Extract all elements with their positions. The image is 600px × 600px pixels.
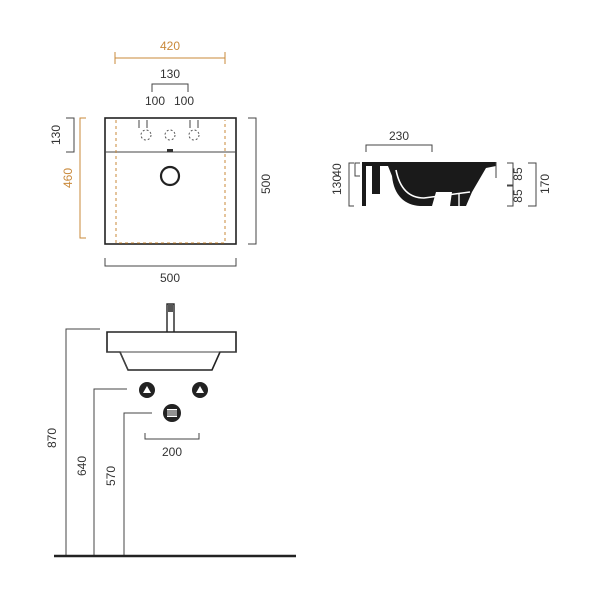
- tap-hole-center: [164, 129, 176, 141]
- basin-section-profile: [362, 162, 496, 206]
- dim-outer-depth: 500: [259, 174, 273, 194]
- dim-height-basin: 870: [45, 428, 59, 448]
- side-view: 230 130 40 85 85 170: [330, 129, 552, 207]
- dim-side-lower-right: 85: [511, 189, 525, 203]
- drain-top: [159, 165, 181, 187]
- dim-side-total-left: 130: [330, 175, 344, 195]
- dim-outer-width: 500: [160, 271, 180, 285]
- inner-bowl-dashed: [115, 120, 226, 244]
- dim-side-upper-right: 85: [511, 167, 525, 181]
- tap-hole-right: [188, 129, 200, 141]
- dim-height-valves: 640: [75, 456, 89, 476]
- dim-tap-left: 100: [145, 94, 165, 108]
- dim-valve-spacing: 200: [162, 445, 182, 459]
- basin-front: [106, 331, 237, 371]
- dim-tap-spacing: 130: [160, 67, 180, 81]
- front-view: 200 870 640 570: [45, 303, 296, 558]
- dim-side-depth: 230: [389, 129, 409, 143]
- dim-inner-depth: 460: [61, 168, 75, 188]
- dim-side-top: 40: [330, 163, 344, 177]
- dim-overall-width: 420: [160, 39, 180, 53]
- basin-outline-top: [104, 117, 237, 245]
- dim-tap-right: 100: [174, 94, 194, 108]
- dim-height-waste: 570: [104, 466, 118, 486]
- top-view: 420 130 100 100 130 460: [49, 39, 273, 285]
- dim-back-depth: 130: [49, 125, 63, 145]
- tap-hole-left: [140, 129, 152, 141]
- dim-side-total-right: 170: [538, 174, 552, 194]
